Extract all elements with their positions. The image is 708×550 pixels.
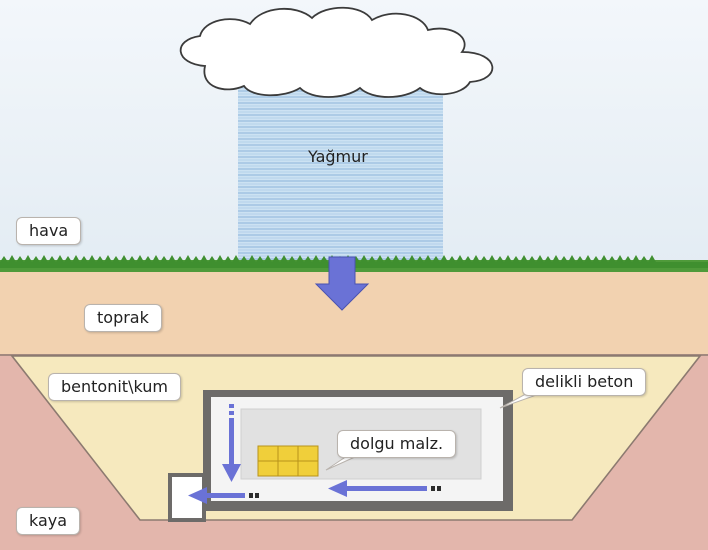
bottom-flow-arrow-icon: [328, 480, 441, 497]
perforated-concrete-label: delikli beton: [522, 368, 647, 396]
soil-label: toprak: [84, 304, 162, 332]
rock-label: kaya: [16, 507, 81, 535]
rain-curtain: [238, 78, 443, 264]
waste-package-icon: [257, 445, 319, 477]
cloud-icon: [179, 6, 494, 98]
infiltration-arrow-icon: [314, 256, 370, 311]
rain-label: Yağmur: [308, 147, 368, 166]
air-label: hava: [16, 217, 82, 245]
fill-material-label: dolgu malz.: [337, 430, 457, 458]
drain-flow-arrow-icon: [188, 487, 259, 504]
bentonite-sand-label: bentonit\kum: [48, 373, 181, 401]
vertical-flow-arrow-icon: [222, 404, 241, 482]
